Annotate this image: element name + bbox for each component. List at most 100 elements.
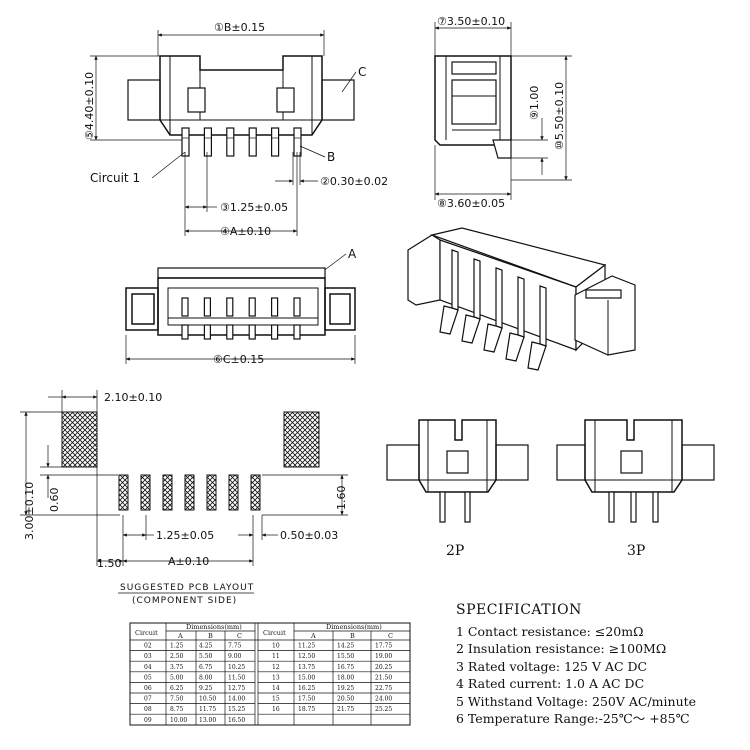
table-cell: 9.25 [199, 685, 213, 692]
dim-pcba: A±0.10 [168, 555, 209, 568]
table-cell: 13.75 [298, 664, 315, 671]
pcb-pad [228, 474, 239, 511]
table-cell: 04 [144, 664, 152, 671]
table-cell: 19.00 [375, 653, 392, 660]
variant-3p: 3P [556, 419, 715, 559]
dim-pitch125: ③1.25±0.05 [220, 201, 288, 214]
table-cell: 11.50 [228, 674, 245, 681]
table-cell: 07 [144, 696, 152, 703]
table-cell: 02 [144, 643, 152, 650]
pcb-pad [250, 474, 261, 511]
dim-h060: 0.60 [48, 488, 61, 513]
iso-pin-post [451, 249, 459, 311]
table-cell: 14 [272, 685, 280, 692]
variant-2p: 2P [386, 419, 529, 559]
pcb-pad [184, 474, 195, 511]
dim-h550: ⑩5.50±0.10 [553, 82, 566, 150]
top-pin [203, 297, 211, 317]
table-cell: 6.75 [199, 664, 213, 671]
dim-h100: ⑨1.00 [528, 86, 541, 120]
top-pin [293, 297, 301, 317]
spec-title: SPECIFICATION [456, 602, 582, 618]
table-cell: 1.25 [170, 643, 184, 650]
table-col-a-right: A [310, 632, 316, 640]
table-dims-header-left: Dimensions(mm) [186, 623, 242, 631]
top-pin-tail [293, 324, 301, 340]
front-view: ①B±0.15 ⑤4.40±0.10 C B Circuit 1 ②0.30±0… [83, 21, 388, 238]
table-cell: 05 [144, 674, 152, 681]
top-pin-tail [181, 324, 189, 340]
top-pin-tail [248, 324, 256, 340]
table-cell: 12.75 [228, 685, 245, 692]
table-col-b-right: B [350, 632, 355, 640]
pcb-pad [162, 474, 173, 511]
dim-pcb050: 0.50±0.03 [280, 529, 338, 542]
dim-b: ①B±0.15 [214, 21, 265, 34]
dim-h160: 1.60 [335, 486, 348, 511]
pcb-caption-line2: (COMPONENT SIDE) [132, 596, 237, 606]
top-view: A ⑥C±0.15 [125, 247, 357, 366]
top-pin [248, 297, 256, 317]
table-cell: 16.75 [337, 664, 354, 671]
iso-pin-post [517, 276, 525, 338]
table-circuit-header-left: Circuit [135, 629, 158, 637]
iso-pin-foot [461, 314, 481, 344]
table-col-c-left: C [237, 632, 242, 640]
table-col-a-left: A [177, 632, 183, 640]
table-cell: 15 [272, 696, 280, 703]
iso-pin-foot [483, 323, 503, 353]
table-cell: 18.00 [337, 674, 354, 681]
front-pin [271, 127, 280, 157]
table-cell: 25.25 [375, 706, 392, 713]
table-cell: 20.25 [375, 664, 392, 671]
table-cell: 8.75 [170, 706, 184, 713]
table-cell: 14.00 [228, 696, 245, 703]
table-cell: 16.50 [228, 717, 245, 724]
top-pin [226, 297, 234, 317]
iso-pin-post [473, 258, 481, 320]
dim-w360: ⑧3.60±0.05 [437, 197, 505, 210]
table-cell: 7.75 [228, 643, 242, 650]
front-pin [203, 127, 212, 157]
table-cell: 14.25 [337, 643, 354, 650]
dim-pcb150: 1.50 [97, 557, 122, 570]
iso-pin-post [539, 285, 547, 347]
table-cell: 15.50 [337, 653, 354, 660]
table-cell: 08 [144, 706, 152, 713]
spec-item-3: 3 Rated voltage: 125 V AC DC [456, 658, 648, 674]
table-cell: 17.75 [375, 643, 392, 650]
dim-a010: ④A±0.10 [220, 225, 271, 238]
table-cell: 6.25 [170, 685, 184, 692]
dim-pin030: ②0.30±0.02 [320, 175, 388, 188]
table-cell: 13.00 [199, 717, 216, 724]
table-cell: 12.50 [298, 653, 315, 660]
top-pin-tail [226, 324, 234, 340]
iso-pin-foot [439, 305, 459, 335]
table-cell: 03 [144, 653, 152, 660]
table-cell: 24.00 [375, 696, 392, 703]
spec-item-6: 6 Temperature Range:-25℃～ +85℃ [456, 711, 690, 726]
table-cell: 7.50 [170, 696, 184, 703]
top-pin-tail [203, 324, 211, 340]
table-cell: 11.25 [298, 643, 315, 650]
iso-pin-foot [527, 341, 547, 371]
top-pin-tail [271, 324, 279, 340]
spec-item-4: 4 Rated current: 1.0 A AC DC [456, 676, 645, 691]
table-cell: 16 [272, 706, 280, 713]
dim-h440: ⑤4.40±0.10 [83, 72, 96, 140]
table-cell: 15.25 [228, 706, 245, 713]
table-cell: 5.50 [199, 653, 213, 660]
table-cell: 19.25 [337, 685, 354, 692]
table-cell: 2.50 [170, 653, 184, 660]
table-col-b-left: B [208, 632, 213, 640]
table-cell: 06 [144, 685, 152, 692]
spec-item-1: 1 Contact resistance: ≤20mΩ [456, 623, 644, 639]
pcb-pad [118, 474, 129, 511]
dim-pcb125: 1.25±0.05 [156, 529, 214, 542]
spec-item-2: 2 Insulation resistance: ≥100MΩ [456, 641, 667, 656]
table-cell: 9.00 [228, 653, 242, 660]
label-circuit1: Circuit 1 [90, 171, 140, 185]
table-cell: 16.25 [298, 685, 315, 692]
table-cell: 20.50 [337, 696, 354, 703]
